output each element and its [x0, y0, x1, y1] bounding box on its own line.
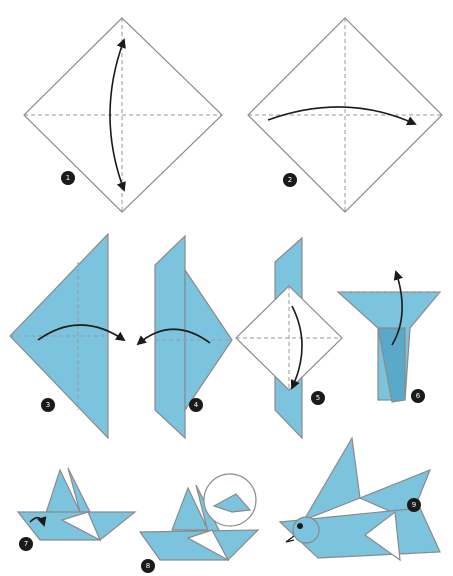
head [293, 517, 319, 543]
step-8-number: 8 [146, 562, 150, 570]
step-3-diagram: 3 [10, 234, 124, 438]
step-1-badge: 1 [61, 171, 75, 185]
step-2-badge: 2 [283, 173, 297, 187]
step-8-diagram: 8 [140, 474, 258, 573]
step-4-badge: 4 [189, 398, 203, 412]
step-7-badge: 7 [19, 537, 33, 551]
step-9-badge: 9 [407, 498, 421, 512]
step-6-badge: 6 [411, 389, 425, 403]
eye [297, 523, 303, 529]
step-3-badge: 3 [41, 398, 55, 412]
step-6-diagram: 6 [338, 272, 440, 403]
step-5-diagram: 5 [236, 238, 342, 438]
step-7-diagram: 7 [18, 468, 135, 551]
folded-shape-left [155, 236, 185, 438]
step-1-number: 1 [66, 174, 70, 182]
step-4-number: 4 [194, 401, 199, 409]
step-9-number: 9 [412, 501, 416, 509]
step-3-number: 3 [46, 401, 50, 409]
step-2-diagram: 2 [248, 18, 442, 212]
step-4-diagram: 4 [138, 236, 232, 438]
step-6-number: 6 [416, 392, 421, 400]
step-1-diagram: 1 [24, 18, 222, 212]
step-7-number: 7 [24, 540, 28, 548]
step-8-badge: 8 [141, 559, 155, 573]
left-wing [304, 438, 360, 520]
step-9-diagram: 9 [280, 438, 440, 560]
step-2-number: 2 [288, 176, 292, 184]
step-5-badge: 5 [311, 391, 325, 405]
beak [286, 536, 294, 542]
step-5-number: 5 [316, 394, 320, 402]
